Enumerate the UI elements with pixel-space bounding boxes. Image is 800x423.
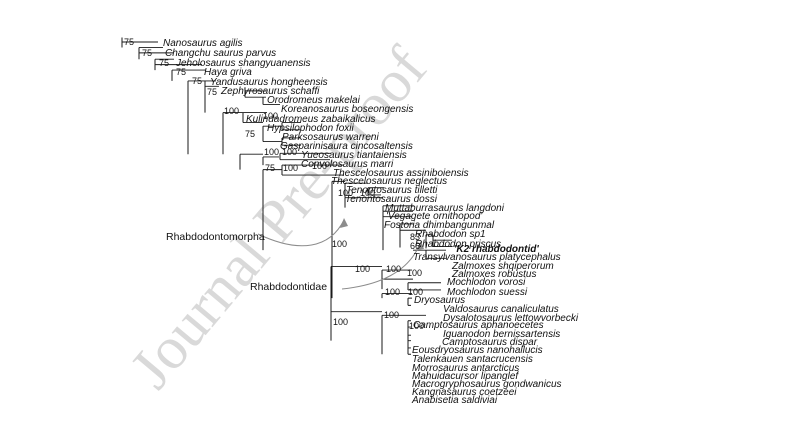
rhabdodontidae-arrowhead (416, 241, 424, 250)
support-value: 100 (312, 161, 327, 171)
taxon-label: 'K2 rhabdodontid' (454, 244, 539, 255)
support-value: 100 (408, 287, 423, 297)
taxon-label: Kulindadromeus zabaikalicus (246, 114, 376, 125)
taxon-label: Zephyrosaurus schaffi (220, 86, 320, 97)
taxon-label: Mochlodon vorosi (447, 277, 526, 288)
support-value: 75 (159, 58, 169, 68)
taxon-label: Dysalotosaurus lettowvorbecki (443, 313, 579, 324)
taxon-label: Thescelosaurus assiniboiensis (333, 168, 469, 179)
support-value: 100 (360, 188, 375, 198)
support-value: 100 (385, 287, 400, 297)
taxon-label: Macrogryphosaurus gondwanicus (412, 379, 562, 390)
support-value: 100 (332, 239, 347, 249)
support-value: 75 (176, 67, 186, 77)
taxon-label: Kangnasaurus coetzeei (412, 387, 517, 398)
support-value: 75 (207, 87, 217, 97)
taxon-label: Hypsilophodon foxii (267, 123, 354, 134)
taxon-label: Orodromeus makelai (267, 95, 361, 106)
taxon-label: Muttaburrasaurus langdoni (385, 203, 505, 214)
taxon-label: Tenontosaurus dossi (345, 194, 438, 205)
support-value: 100 (338, 188, 353, 198)
taxon-label: Tenontosaurus tilletti (346, 185, 438, 196)
taxon-label: Valdosaurus canaliculatus (443, 304, 559, 315)
taxon-label: Jeholosaurus shangyuanensis (175, 58, 311, 69)
support-value: 100 (224, 106, 239, 116)
taxon-label: Gasparinisaura cincosaltensis (280, 141, 413, 152)
taxon-label: Zalmoxes shqiperorum (451, 261, 554, 272)
taxon-label: Yueosaurus tiantaiensis (301, 150, 407, 161)
taxon-label: Mahuidacursor lipanglef (412, 371, 519, 382)
rhabdodontidae-arrow (341, 243, 421, 290)
rhabdodontidae-label: Rhabdodontidae (250, 281, 327, 293)
taxon-label: Parksosaurus warreni (282, 132, 379, 143)
support-value: 100 (283, 163, 298, 173)
support-value: 100 (282, 147, 297, 157)
support-value: 100 (333, 317, 348, 327)
taxon-label: Iguanodon bernissartensis (443, 329, 560, 340)
taxon-label: Fostoria dhimbangunmal (384, 220, 495, 231)
taxon-label: Transylvanosaurus platycephalus (413, 252, 561, 263)
support-value: 100 (263, 111, 278, 121)
taxon-label: 'Vegagete ornithopod' (386, 211, 483, 222)
taxon-label: Dryosaurus (414, 295, 465, 306)
taxon-label: Camptosaurus dispar (442, 337, 538, 348)
taxon-label: Morrosaurus antarcticus (412, 363, 519, 374)
taxon-label: Nanosaurus agilis (163, 38, 243, 49)
support-value: 100 (409, 321, 424, 331)
rhabdodontomorpha-arrowhead (340, 218, 348, 228)
support-value: 75 (192, 76, 202, 86)
support-value: 75 (142, 48, 152, 58)
tree-branches (121, 37, 452, 355)
taxon-label: Convolosaurus marri (301, 159, 394, 170)
support-value: 83 (410, 232, 420, 242)
taxon-label: Yandusaurus hongheensis (210, 77, 328, 88)
taxon-label: Rhabdodon priscus (415, 239, 501, 250)
taxon-label: Anabisetia saldiviai (411, 395, 498, 406)
taxon-label: Haya griva (204, 67, 252, 78)
taxon-label: Talenkauen santacrucensis (412, 354, 533, 365)
taxon-label: Changchu saurus parvus (165, 48, 276, 59)
taxon-label: Koreanosaurus boseongensis (281, 104, 413, 115)
support-value: 100 (386, 264, 401, 274)
taxon-label: Zalmoxes robustus (451, 269, 536, 280)
clade-arrows (257, 218, 424, 290)
taxon-label: Rhabdodon sp1 (415, 229, 486, 240)
support-value: 75 (265, 163, 275, 173)
support-value: 100 (264, 147, 279, 157)
support-value: 66 (410, 241, 420, 251)
support-value: 100 (355, 264, 370, 274)
taxon-label: Eousdryosaurus nanohallucis (412, 345, 543, 356)
support-value: 75 (245, 129, 255, 139)
support-value: 100 (407, 268, 422, 278)
support-value: 75 (124, 37, 134, 47)
taxon-label: Camptosaurus aphanoecetes (413, 320, 544, 331)
rhabdodontomorpha-arrow (257, 219, 345, 247)
taxon-label: Mochlodon suessi (447, 287, 528, 298)
taxon-label: Thescelosaurus neglectus (331, 176, 447, 187)
support-value: 100 (384, 310, 399, 320)
rhabdodontomorpha-label: Rhabdodontomorpha (166, 231, 265, 243)
